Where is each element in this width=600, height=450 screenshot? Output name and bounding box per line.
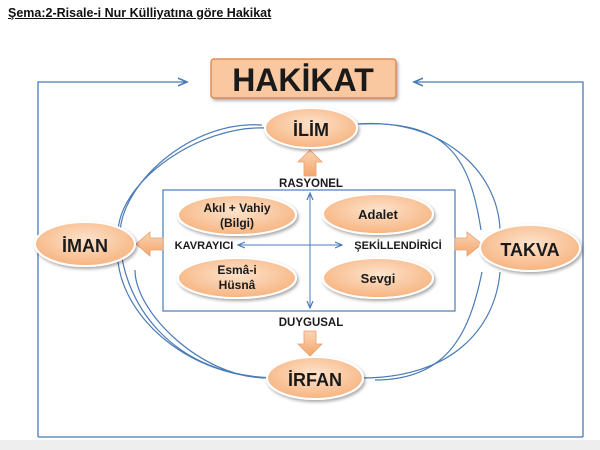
- adalet-node: Adalet: [322, 193, 434, 235]
- ilim-label: İLİM: [293, 120, 329, 140]
- kavrayici-label: KAVRAYICI: [175, 240, 234, 252]
- takva-label: TAKVA: [500, 240, 559, 260]
- sekillendirici-label: ŞEKİLLENDİRİCİ: [354, 239, 441, 252]
- arrow-down-to-irfan: [297, 330, 323, 357]
- irfan-label: İRFAN: [288, 370, 342, 390]
- ilim-node: İLİM: [264, 107, 358, 149]
- loop-top-right: [357, 122, 501, 231]
- bottom-strip: [0, 440, 600, 450]
- duygusal-label: DUYGUSAL: [279, 317, 344, 329]
- akil-vahiy-label-2: (Bilgi): [220, 216, 254, 230]
- arrow-right-to-takva: [454, 231, 483, 257]
- arrow-up-to-ilim: [297, 149, 323, 177]
- iman-label: İMAN: [62, 236, 108, 256]
- akil-vahiy-node: Akıl + Vahiy (Bilgi): [177, 194, 297, 236]
- sevgi-node: Sevgi: [322, 257, 434, 299]
- left-frame-line: [37, 82, 187, 437]
- right-frame-line: [414, 82, 584, 437]
- loop-top-left: [117, 127, 267, 233]
- outer-frame: [37, 82, 584, 438]
- rasyonel-label: RASYONEL: [279, 178, 343, 190]
- irfan-node: İRFAN: [266, 356, 364, 400]
- esmai-husna-node: Esmâ-i Hüsnâ: [177, 257, 297, 299]
- hakikat-box: [210, 58, 397, 99]
- arrow-left-to-iman: [135, 231, 164, 257]
- adalet-label: Adalet: [358, 207, 398, 222]
- esmai-husna-label-2: Hüsnâ: [219, 278, 256, 292]
- hakikat-label: HAKİKAT: [232, 62, 374, 98]
- takva-node: TAKVA: [479, 224, 581, 272]
- loop-bottom-left: [117, 261, 271, 379]
- akil-vahiy-label-1: Akıl + Vahiy: [203, 201, 270, 215]
- iman-node: İMAN: [34, 221, 136, 267]
- diagram-title: Şema:2-Risale-i Nur Külliyatına göre Hak…: [8, 6, 272, 20]
- loop-bottom-right: [361, 271, 501, 379]
- sevgi-label: Sevgi: [361, 271, 396, 286]
- esmai-husna-label-1: Esmâ-i: [217, 263, 256, 277]
